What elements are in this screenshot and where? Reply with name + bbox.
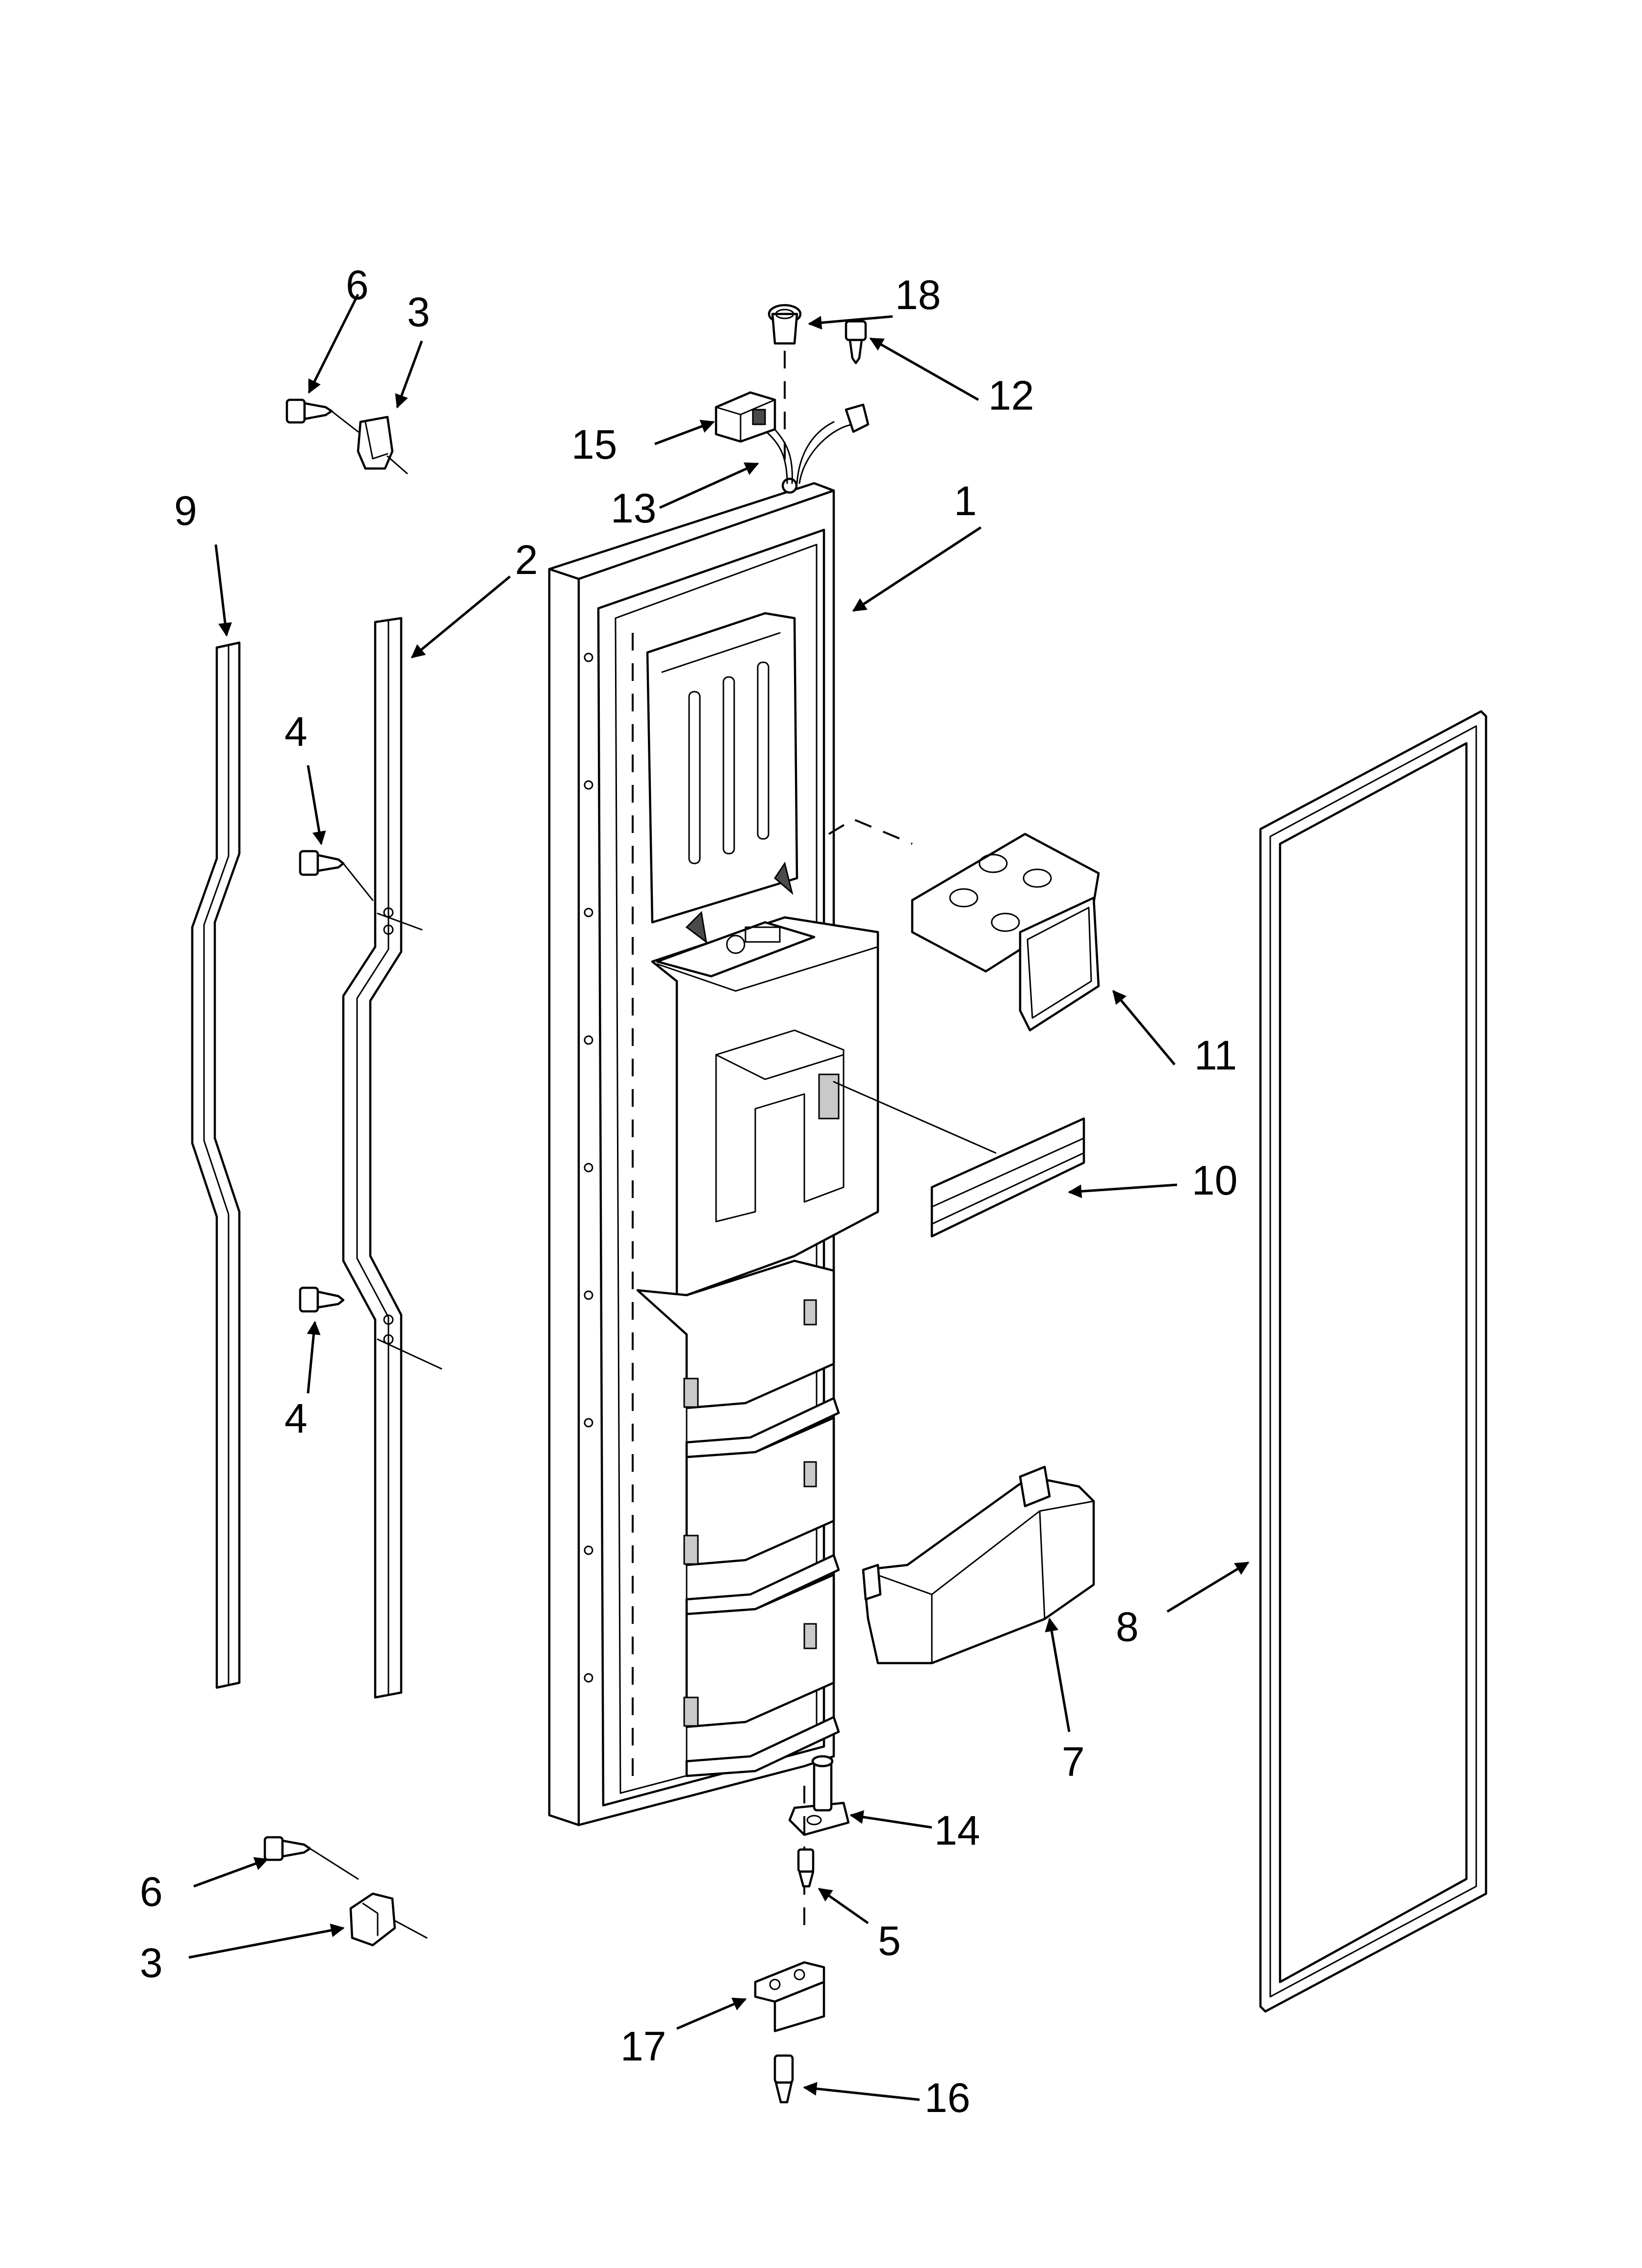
leader-lines (188, 293, 1250, 2101)
part-12-screw (845, 320, 870, 433)
part-8-door-gasket (1259, 710, 1488, 2013)
part-16-screw (773, 2054, 794, 2104)
part-5-screw (797, 1848, 815, 1888)
callout-2: 2 (515, 537, 538, 583)
part-6-screw-bottom (263, 1836, 359, 1880)
part-11-plate (828, 818, 1100, 1032)
part-3-hinge-cover-top (357, 416, 408, 474)
callout-6-top: 6 (346, 262, 369, 308)
part-17-hinge (754, 1961, 825, 2033)
callout-18: 18 (895, 272, 941, 318)
callout-15: 15 (571, 421, 617, 468)
door-screw-holes (584, 652, 593, 1683)
callout-14: 14 (934, 1807, 980, 1853)
callout-12: 12 (988, 372, 1034, 418)
part-4-screw-lower (299, 1286, 345, 1313)
callout-10: 10 (1192, 1157, 1237, 1203)
callout-6-bottom: 6 (140, 1869, 163, 1915)
part-2-handle-channel (342, 617, 442, 1699)
callout-labels: 1 2 3 6 9 4 4 6 3 18 12 15 13 11 10 8 7 … (140, 262, 1237, 2121)
part-10-trim (833, 1081, 1085, 1238)
part-3-hinge-cover-bottom (349, 1892, 428, 1947)
callout-3-bottom: 3 (140, 1940, 163, 1986)
callout-5: 5 (878, 1918, 901, 1964)
callout-3-top: 3 (407, 289, 430, 335)
part-14-hinge-pin (788, 1755, 850, 1836)
callout-7: 7 (1062, 1739, 1085, 1785)
part-13-wire-harness (759, 421, 854, 484)
callout-4-lower: 4 (284, 1395, 308, 1441)
callout-1: 1 (954, 478, 977, 524)
callout-4-upper: 4 (284, 708, 308, 755)
callout-13: 13 (611, 485, 656, 531)
callout-9: 9 (174, 488, 197, 534)
door-shelves (636, 1259, 840, 1777)
callout-16: 16 (924, 2075, 970, 2121)
part-6-screw-top (285, 398, 359, 433)
part-18-plug (768, 304, 802, 345)
part-4-screw-upper (299, 850, 374, 901)
part-7-door-bin (862, 1465, 1095, 1665)
part-15-connector (715, 391, 776, 443)
part-1-freezer-door (548, 477, 879, 1826)
callout-11: 11 (1194, 1032, 1237, 1078)
callout-8: 8 (1116, 1604, 1139, 1650)
callout-17: 17 (620, 2023, 666, 2069)
part-9-trim-strip (191, 641, 241, 1689)
